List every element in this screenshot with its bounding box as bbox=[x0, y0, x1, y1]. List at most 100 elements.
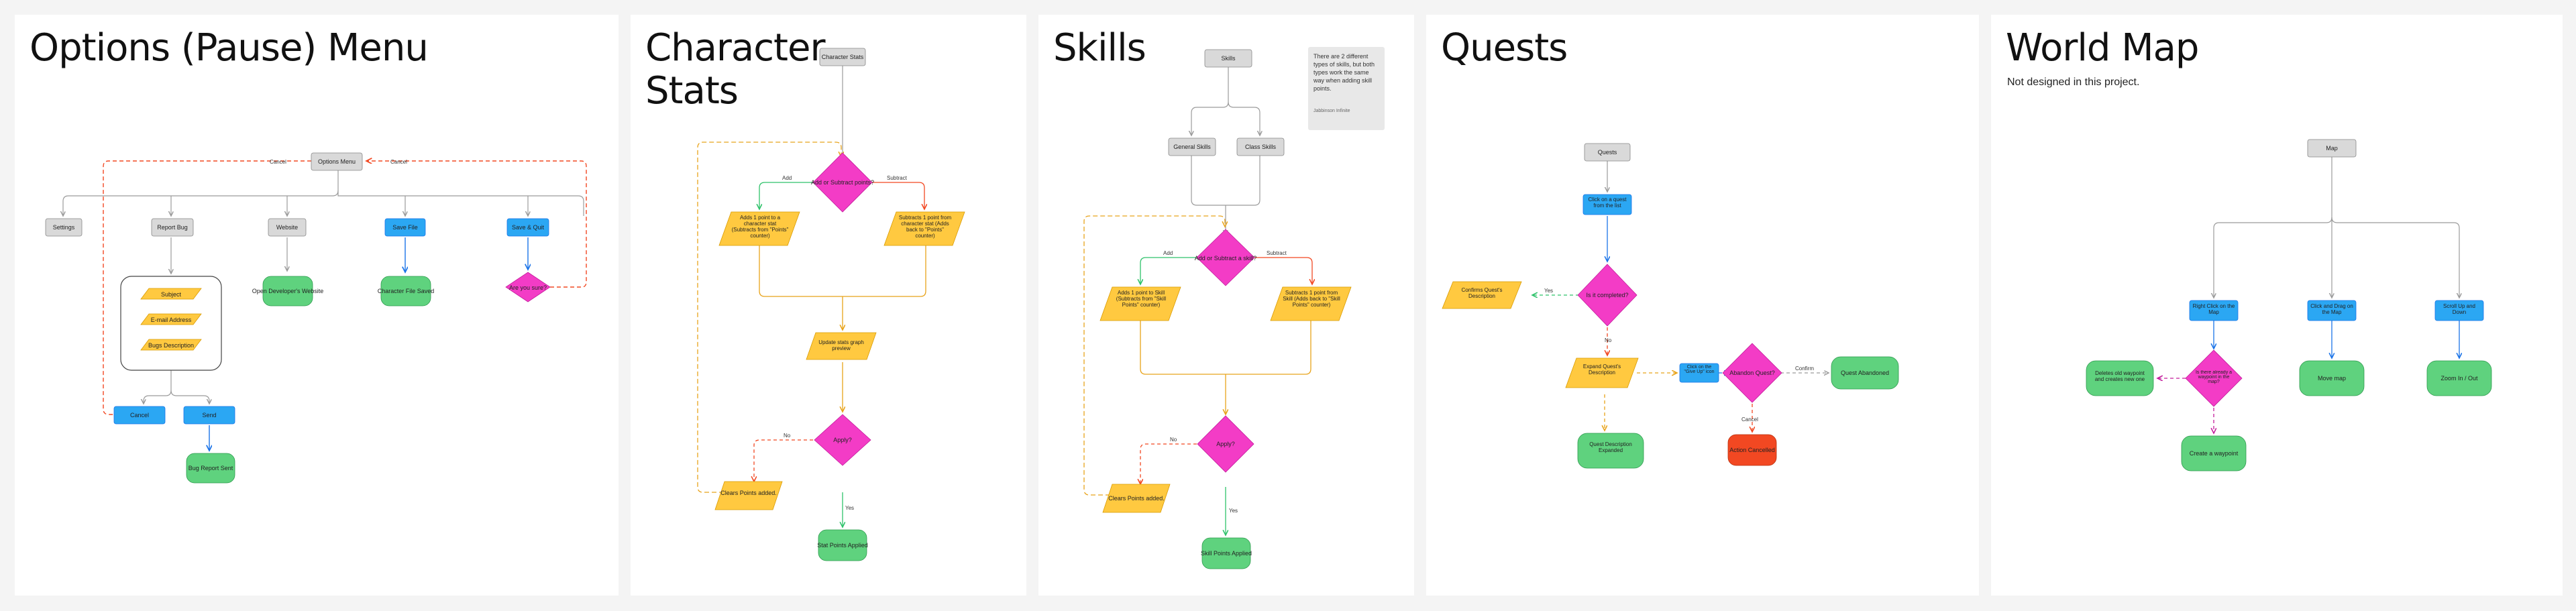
description-expanded-node bbox=[1577, 433, 1644, 469]
action-cancelled-label: Action Cancelled bbox=[1729, 447, 1775, 453]
give-up-node bbox=[1679, 363, 1719, 383]
scroll-label: Scroll Up and Down bbox=[2443, 303, 2476, 315]
skills-flowchart: Add Subtract No Yes Skills General Skill… bbox=[1083, 49, 1352, 569]
send-node-label: Send bbox=[202, 412, 216, 419]
abandon-label: Abandon Quest? bbox=[1729, 370, 1775, 376]
quest-abandoned-node bbox=[1831, 356, 1899, 390]
panel-options-menu: Options (Pause) Menu bbox=[15, 15, 619, 596]
stat-applied-node bbox=[818, 529, 867, 561]
bug-form-group bbox=[120, 276, 222, 371]
clears-box bbox=[714, 481, 783, 510]
add-label: Add bbox=[1163, 250, 1173, 256]
add-subtract-skill-decision bbox=[1196, 229, 1255, 286]
quest-abandoned-label: Quest Abandoned bbox=[1841, 370, 1889, 376]
add-point-text: Adds 1 point to a character stat (Subtra… bbox=[731, 215, 789, 239]
right-click-label: Right Click on the Map bbox=[2192, 303, 2235, 315]
general-skills-label: General Skills bbox=[1173, 144, 1211, 150]
abandon-decision bbox=[1722, 343, 1782, 403]
worldmap-flowchart: Map Right Click on the Map Click and Dra… bbox=[2086, 139, 2492, 471]
report-bug-label: Report Bug bbox=[157, 224, 188, 231]
panel-quests: Quests Yes No Confirm Cancel Quests Clic… bbox=[1426, 15, 1979, 596]
update-graph-text: Update stats graph preview bbox=[818, 339, 864, 351]
action-cancelled-node bbox=[1727, 434, 1777, 466]
website-node bbox=[268, 218, 307, 237]
no-label: No bbox=[784, 433, 791, 439]
panel-character-stats: Character Stats Add Subtract bbox=[631, 15, 1026, 596]
bug-sent-node bbox=[186, 453, 235, 484]
click-quest-node bbox=[1582, 194, 1632, 215]
subtract-label: Subtract bbox=[887, 175, 908, 181]
cancel-label: Cancel bbox=[390, 159, 407, 165]
bug-description-label: Bugs Description bbox=[148, 342, 194, 349]
description-expanded-label: Quest Description Expanded bbox=[1589, 441, 1632, 453]
panel-skills: Skills There are 2 different types of sk… bbox=[1038, 15, 1414, 596]
subtract-label: Subtract bbox=[1267, 250, 1287, 256]
clears-box bbox=[1102, 484, 1171, 513]
clears-text: Clears Points added. bbox=[720, 490, 777, 496]
class-skills-node bbox=[1236, 137, 1285, 156]
save-quit-label: Save & Quit bbox=[512, 224, 545, 231]
scroll-node bbox=[2434, 300, 2484, 321]
yes-label: Yes bbox=[845, 505, 854, 511]
character-saved-node bbox=[380, 276, 431, 307]
skills-label: Skills bbox=[1221, 55, 1236, 62]
zoom-node bbox=[2426, 360, 2492, 396]
subtract-skill-text: Subtracts 1 point from Skill (Adds back … bbox=[1283, 290, 1340, 308]
website-label: Website bbox=[276, 224, 298, 231]
deletes-waypoint-node bbox=[2086, 360, 2154, 396]
subtract-point-text: Subtracts 1 point from character stat (A… bbox=[898, 215, 952, 239]
email-field bbox=[140, 313, 202, 325]
create-waypoint-node bbox=[2181, 435, 2247, 471]
panel-title: World Map bbox=[2006, 26, 2199, 70]
move-map-label: Move map bbox=[2318, 375, 2346, 382]
subtract-point-box bbox=[883, 211, 965, 246]
email-label: E-mail Address bbox=[151, 317, 192, 323]
panel-world-map: World Map Not designed in this project. … bbox=[1991, 15, 2563, 596]
panel-title: Options (Pause) Menu bbox=[30, 26, 429, 70]
expand-description-box bbox=[1565, 357, 1639, 388]
panel-title: Quests bbox=[1441, 26, 1568, 70]
panel-subtitle: Not designed in this project. bbox=[2007, 76, 2140, 88]
create-waypoint-label: Create a waypoint bbox=[2190, 450, 2239, 457]
quests-node bbox=[1584, 143, 1631, 162]
is-completed-label: Is it completed? bbox=[1586, 292, 1628, 298]
map-node bbox=[2307, 139, 2357, 158]
waypoint-decision-label: Is there already a waypoint in the map? bbox=[2195, 370, 2233, 384]
yes-label: Yes bbox=[1229, 508, 1238, 514]
apply-label: Apply? bbox=[1216, 441, 1235, 447]
subject-label: Subject bbox=[161, 291, 182, 298]
add-subtract-label: Add or Subtract points? bbox=[811, 179, 874, 186]
confirm-description-text: Confirms Quest's Description bbox=[1461, 287, 1503, 299]
yes-label: Yes bbox=[1544, 288, 1553, 294]
no-label: No bbox=[1170, 437, 1177, 443]
panel-title: Skills bbox=[1053, 26, 1146, 70]
settings-label: Settings bbox=[53, 224, 75, 231]
no-label: No bbox=[1605, 337, 1612, 343]
panel-title: Character Stats bbox=[645, 26, 825, 113]
apply-label: Apply? bbox=[833, 437, 852, 443]
click-drag-label: Click and Drag on the Map bbox=[2310, 303, 2353, 315]
zoom-label: Zoom In / Out bbox=[2440, 375, 2478, 382]
skills-note-author: Jabbinson Infinite bbox=[1313, 109, 1350, 113]
cancel-node-label: Cancel bbox=[130, 412, 149, 419]
cancel-label: Cancel bbox=[270, 159, 286, 165]
skills-node bbox=[1204, 49, 1252, 68]
bug-sent-label: Bug Report Sent bbox=[189, 465, 233, 471]
click-quest-label: Click on a quest from the list bbox=[1588, 197, 1627, 209]
general-skills-node bbox=[1168, 137, 1216, 156]
are-you-sure-label: Are you sure? bbox=[509, 284, 547, 291]
are-you-sure-decision bbox=[505, 272, 551, 302]
waypoint-decision bbox=[2185, 349, 2243, 407]
update-graph-box bbox=[806, 332, 877, 360]
apply-decision bbox=[814, 414, 871, 466]
open-dev-site-label: Open Developer's Website bbox=[252, 288, 324, 294]
confirm-description-box bbox=[1442, 281, 1522, 309]
options-menu-label: Options Menu bbox=[318, 158, 356, 165]
options-menu-node bbox=[311, 152, 363, 171]
bug-description-field bbox=[140, 339, 202, 351]
options-flowchart: Cancel Cancel Options Menu Settings Repo… bbox=[45, 152, 587, 484]
send-node bbox=[183, 406, 235, 425]
skills-note: There are 2 different types of skills, b… bbox=[1308, 47, 1385, 130]
confirm-label: Confirm bbox=[1795, 366, 1814, 372]
skill-applied-label: Skill Points Applied bbox=[1201, 550, 1252, 557]
